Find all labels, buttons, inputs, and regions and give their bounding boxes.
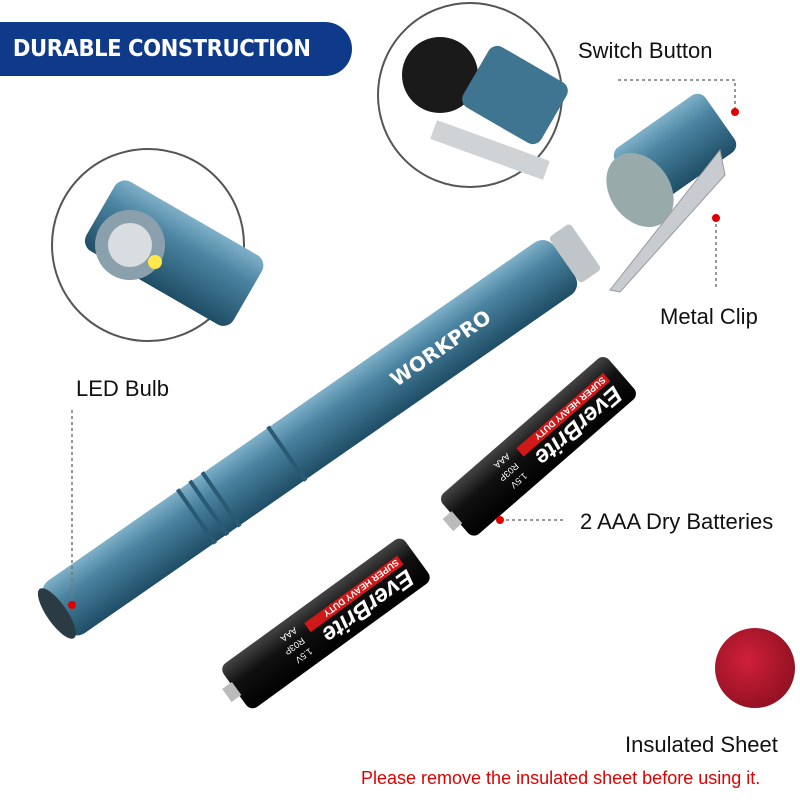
warning-note: Please remove the insulated sheet before… [361,768,761,788]
battery-1 [441,357,636,536]
banner: DURABLE CONSTRUCTION [0,22,352,76]
flashlight-body [42,239,578,636]
leader-lines [71,79,736,605]
label-insulated-sheet: Insulated Sheet [625,732,778,757]
label-metal-clip: Metal Clip [660,304,758,329]
label-batteries: 2 AAA Dry Batteries [580,509,774,534]
label-switch-button: Switch Button [578,38,713,63]
label-led-bulb: LED Bulb [76,376,169,401]
banner-title: DURABLE CONSTRUCTION [12,36,311,62]
insulated-sheet [715,628,795,708]
